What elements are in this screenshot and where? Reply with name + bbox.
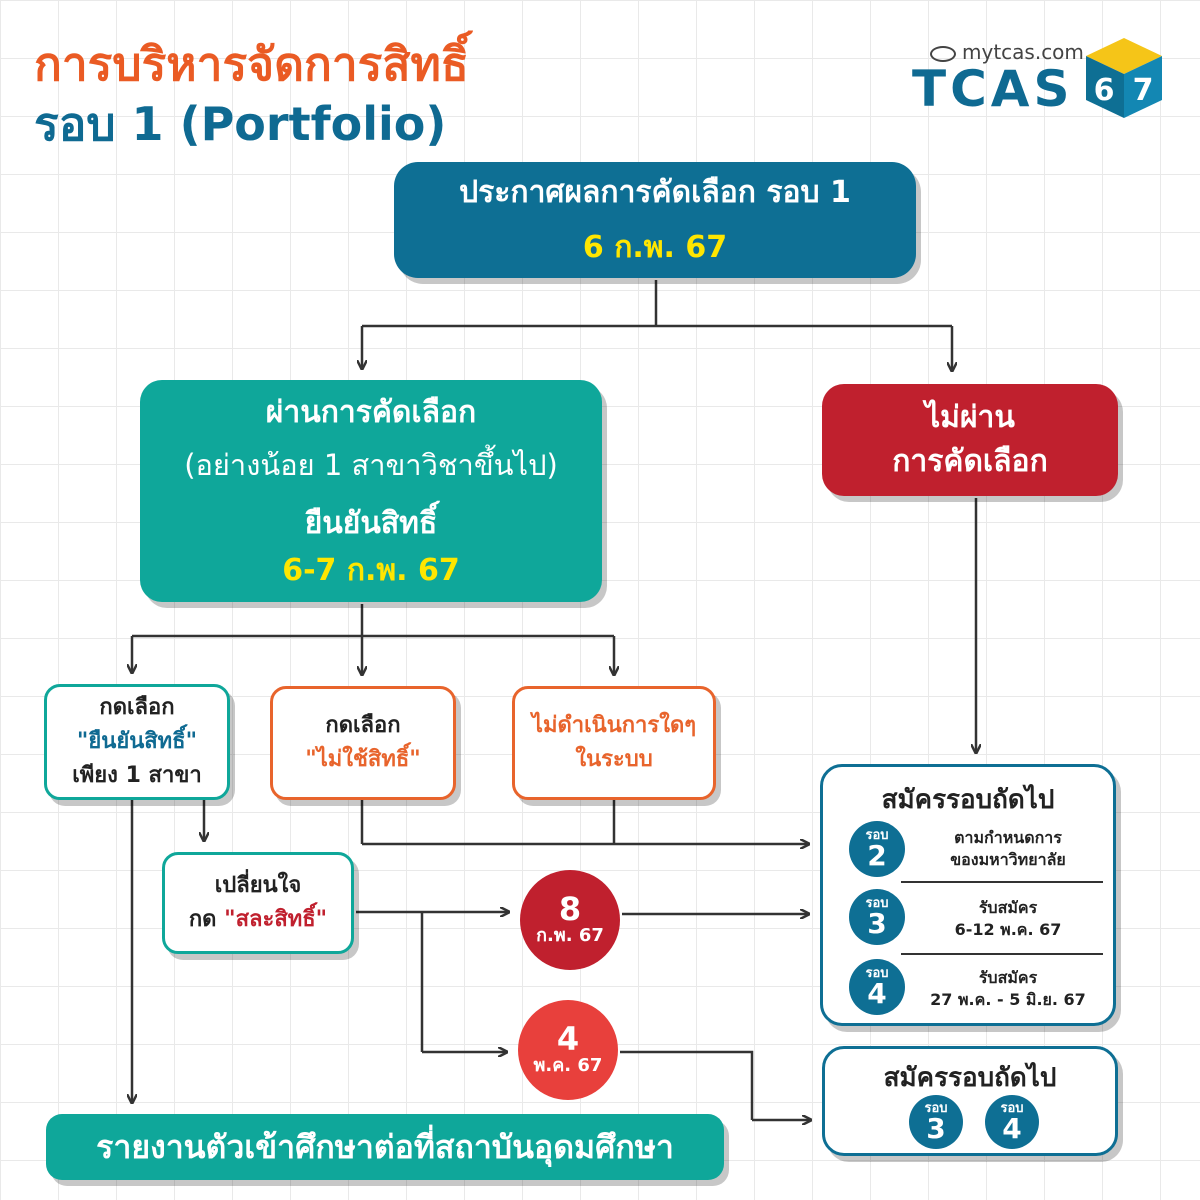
round-badge-3: รอบ 3 xyxy=(849,889,905,945)
pass-date: 6-7 ก.พ. 67 xyxy=(282,552,460,588)
next-rounds2-title: สมัครรอบถัดไป xyxy=(883,1063,1057,1093)
deadline-circle-2: 4 พ.ค. 67 xyxy=(518,1000,618,1100)
fail-line2: การคัดเลือก xyxy=(892,444,1048,479)
logo-num-7: 7 xyxy=(1133,73,1154,108)
divider xyxy=(901,953,1103,955)
logo-wordmark: TCAS xyxy=(912,60,1074,118)
round-badge-num: 3 xyxy=(867,906,887,940)
round-3-text: รับสมัคร 6-12 พ.ค. 67 xyxy=(915,897,1101,941)
round-3-line2: 6-12 พ.ค. 67 xyxy=(954,920,1062,939)
option-none-box: ไม่ดำเนินการใดๆ ในระบบ xyxy=(512,686,716,800)
round-badge-label: รอบ xyxy=(865,895,889,911)
round-badge-4: รอบ 4 xyxy=(985,1095,1039,1149)
logo-site: mytcas.com xyxy=(930,40,1084,64)
announce-date: 6 ก.พ. 67 xyxy=(582,230,728,265)
change-mind-box: เปลี่ยนใจ กด "สละสิทธิ์" xyxy=(162,852,354,954)
round-badge-num: 2 xyxy=(867,838,887,872)
report-box: รายงานตัวเข้าศึกษาต่อที่สถาบันอุดมศึกษา xyxy=(46,1114,724,1180)
round-badge-4: รอบ 4 xyxy=(849,959,905,1015)
round-badge-label: รอบ xyxy=(924,1100,948,1116)
page-title: การบริหารจัดการสิทธิ์ xyxy=(34,37,469,91)
announce-box: ประกาศผลการคัดเลือก รอบ 1 6 ก.พ. 67 xyxy=(394,162,916,278)
option-confirm-box: กดเลือก "ยืนยันสิทธิ์" เพียง 1 สาขา xyxy=(44,684,230,800)
option-confirm-line2: "ยืนยันสิทธิ์" xyxy=(76,729,198,754)
option-decline-line2: "ไม่ใช้สิทธิ์" xyxy=(305,747,421,772)
logo-site-text: mytcas.com xyxy=(962,40,1084,64)
deadline2-day: 4 xyxy=(556,1020,580,1058)
round-badge-3: รอบ 3 xyxy=(909,1095,963,1149)
next-rounds-box-2: สมัครรอบถัดไป รอบ 3 รอบ 4 xyxy=(822,1046,1118,1156)
round-badge-2: รอบ 2 xyxy=(849,821,905,877)
round-badge-label: รอบ xyxy=(865,827,889,843)
change-mind-line1: เปลี่ยนใจ xyxy=(214,873,302,898)
announce-title: ประกาศผลการคัดเลือก รอบ 1 xyxy=(459,175,851,210)
next-rounds-box: สมัครรอบถัดไป รอบ 2 ตามกำหนดการ ของมหาวิ… xyxy=(820,764,1116,1026)
logo-num-6: 6 xyxy=(1094,73,1115,108)
round-2-line1: ตามกำหนดการ xyxy=(954,828,1062,847)
round-4-line2: 27 พ.ค. - 5 มิ.ย. 67 xyxy=(930,990,1086,1009)
round-3-line1: รับสมัคร xyxy=(978,898,1038,917)
option-decline-box: กดเลือก "ไม่ใช้สิทธิ์" xyxy=(270,686,456,800)
option-none-line2: ในระบบ xyxy=(575,747,653,772)
divider xyxy=(901,881,1103,883)
deadline-circle-1: 8 ก.พ. 67 xyxy=(520,870,620,970)
book-logo-icon: 6 7 xyxy=(1086,38,1162,118)
line-deadline2-out xyxy=(620,1050,754,1120)
change-mind-line2: กด "สละสิทธิ์" xyxy=(189,903,327,937)
deadline2-month: พ.ค. 67 xyxy=(533,1055,603,1076)
round-badge-num: 4 xyxy=(867,976,887,1010)
eye-icon xyxy=(930,45,956,62)
round-4-line1: รับสมัคร xyxy=(978,968,1038,987)
change-mind-action: "สละสิทธิ์" xyxy=(224,907,328,932)
option-decline-line1: กดเลือก xyxy=(325,713,401,738)
fail-line1: ไม่ผ่าน xyxy=(925,400,1015,435)
pass-box: ผ่านการคัดเลือก (อย่างน้อย 1 สาขาวิชาขึ้… xyxy=(140,380,602,602)
round-2-line2: ของมหาวิทยาลัย xyxy=(950,850,1066,869)
round-2-text: ตามกำหนดการ ของมหาวิทยาลัย xyxy=(915,827,1101,871)
option-none-line1: ไม่ดำเนินการใดๆ xyxy=(531,713,697,738)
round-4-text: รับสมัคร 27 พ.ค. - 5 มิ.ย. 67 xyxy=(915,967,1101,1011)
round-badge-num: 4 xyxy=(1002,1111,1022,1145)
option-confirm-line3: เพียง 1 สาขา xyxy=(72,763,202,788)
deadline1-month: ก.พ. 67 xyxy=(536,925,604,946)
round-badge-num: 3 xyxy=(926,1111,946,1145)
next-rounds-title: สมัครรอบถัดไป xyxy=(881,785,1055,815)
change-mind-prefix: กด xyxy=(188,907,225,932)
page-subtitle: รอบ 1 (Portfolio) xyxy=(34,97,447,151)
fail-box: ไม่ผ่าน การคัดเลือก xyxy=(822,384,1118,496)
pass-subtitle: (อย่างน้อย 1 สาขาวิชาขึ้นไป) xyxy=(184,447,558,482)
pass-confirm: ยืนยันสิทธิ์ xyxy=(304,505,438,541)
deadline1-day: 8 xyxy=(558,890,582,928)
option-confirm-line1: กดเลือก xyxy=(99,695,175,720)
round-badge-label: รอบ xyxy=(865,965,889,981)
pass-title: ผ่านการคัดเลือก xyxy=(265,394,477,430)
round-badge-label: รอบ xyxy=(1000,1100,1024,1116)
